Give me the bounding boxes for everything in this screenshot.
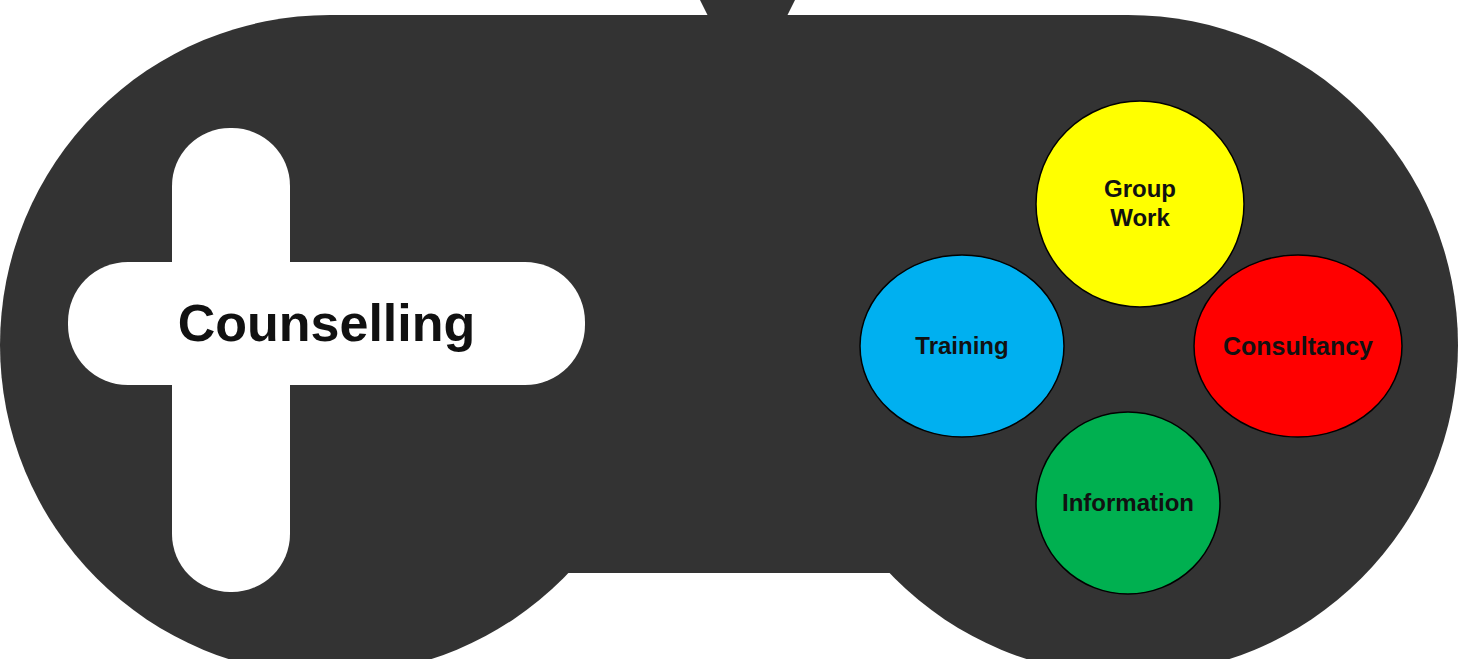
button-circle bbox=[1036, 101, 1244, 307]
node-label: Group Work bbox=[1085, 175, 1195, 233]
label-box: Consultancy bbox=[1193, 254, 1403, 438]
button-circle bbox=[1194, 255, 1402, 437]
label-box: Group Work bbox=[1035, 100, 1245, 308]
node-label: Consultancy bbox=[1223, 331, 1373, 361]
button-node: Training bbox=[859, 254, 1065, 438]
node-label: Information bbox=[1062, 489, 1194, 518]
dpad-shape bbox=[68, 128, 585, 592]
label-box: Counselling bbox=[68, 262, 585, 385]
button-circle bbox=[860, 255, 1064, 437]
button-circle bbox=[1036, 412, 1220, 594]
label-box: Training bbox=[859, 254, 1065, 438]
button-node: Group Work bbox=[1035, 100, 1245, 308]
label-box: Information bbox=[1035, 411, 1221, 595]
dpad-horizontal bbox=[68, 262, 585, 385]
button-node: Consultancy bbox=[1193, 254, 1403, 438]
node-label: Training bbox=[915, 332, 1008, 361]
node-label: Counselling bbox=[178, 292, 476, 354]
button-node: Information bbox=[1035, 411, 1221, 595]
dpad-node: Counselling bbox=[68, 128, 585, 592]
